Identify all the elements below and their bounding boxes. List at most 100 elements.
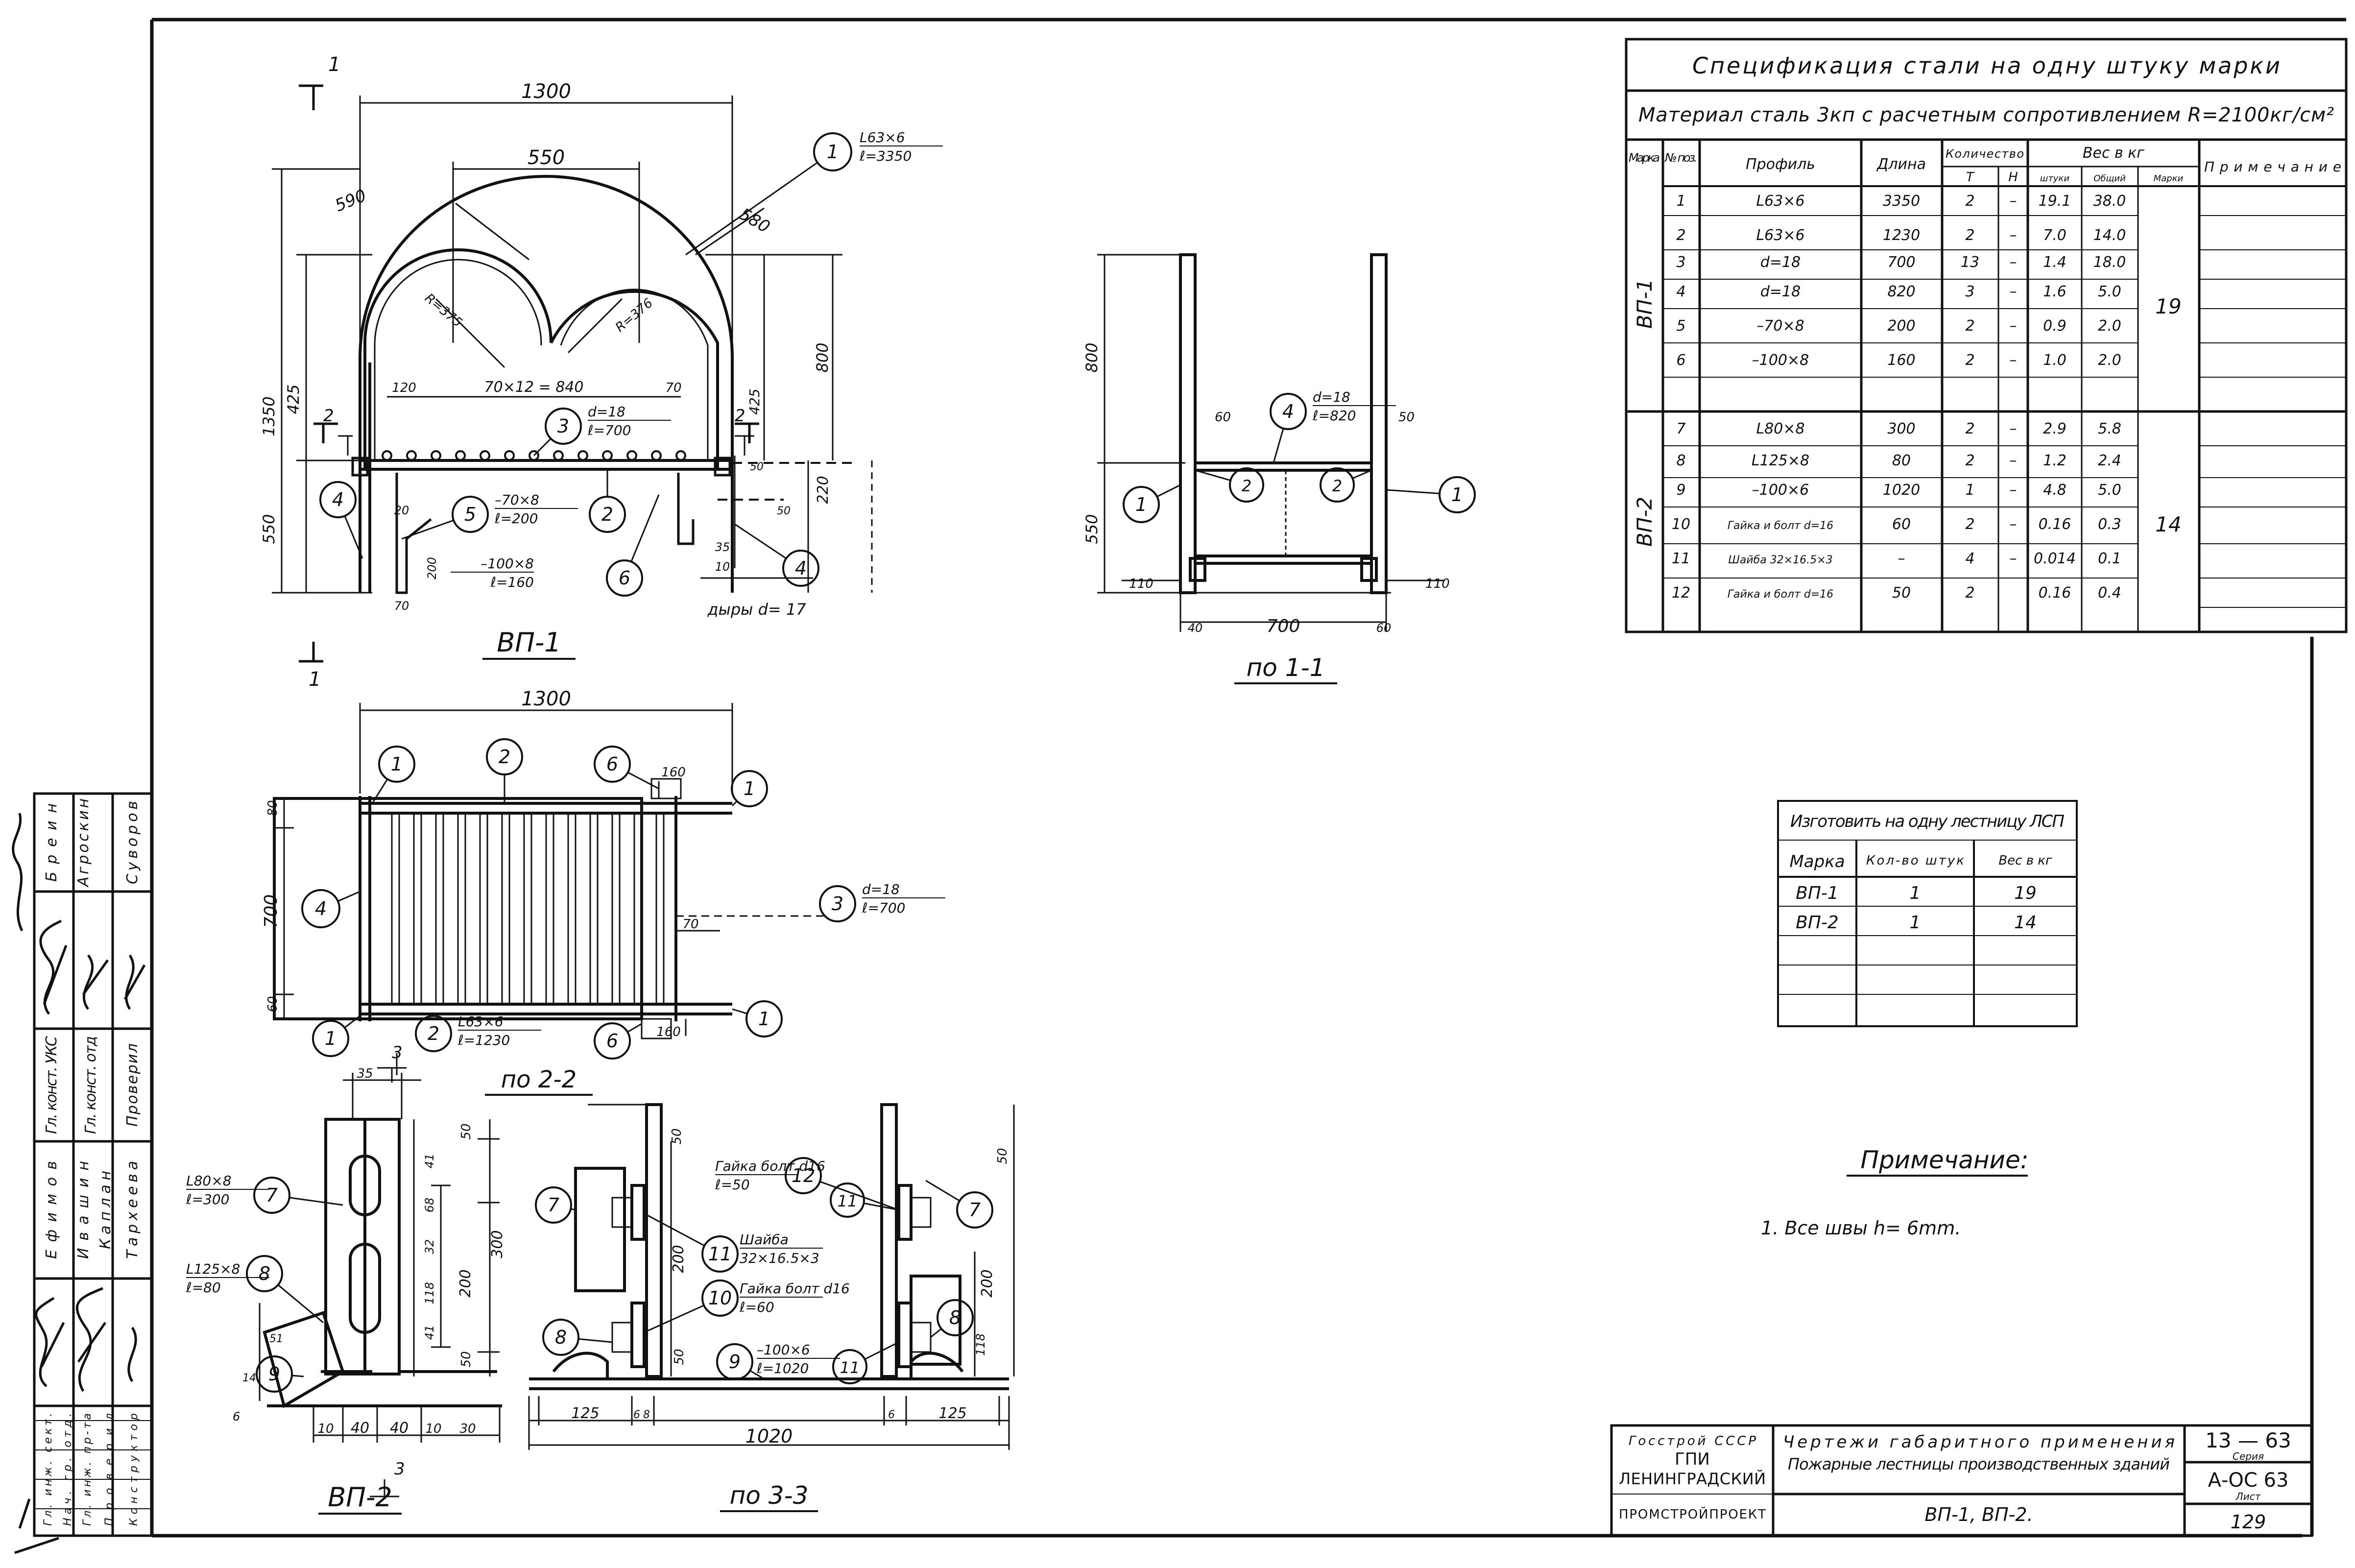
dim: 800 [813,342,832,372]
callout-number: 4 [315,898,327,919]
spec-cell-t: 2 [1965,317,1974,335]
spec-header-w-mark: Марки [2154,173,2184,184]
tb-code1: 13 — 63 [2205,1428,2291,1452]
callout-c4b: 4 [734,523,819,587]
callout-line2: ℓ=1230 [457,1032,510,1048]
callout-line1: d=18 [588,404,625,420]
dim: 6 [888,1409,895,1421]
rungs [382,450,686,461]
spec-header-weight: Вес в кг [2083,145,2144,162]
spec-cell-n: – [2010,482,2017,499]
spec-cell-length: 1230 [1883,227,1920,244]
spec-cell-w2: 0.4 [2098,584,2121,602]
sig-name: Бреин [43,803,60,882]
leader-line [925,1180,960,1202]
callout-circle [1123,486,1160,523]
spec-header-w-piece: штуки [2040,173,2069,184]
leader-line [1156,484,1181,498]
callout-number: 9 [729,1351,741,1373]
dim: 110 [1425,577,1450,591]
dim: 35 [357,1066,373,1081]
callout-number: 11 [708,1243,732,1265]
sig-name: Ефимов [43,1161,60,1259]
callout-number: 11 [838,1192,858,1210]
spec-cell-profile: –70×8 [1756,317,1804,335]
callout-circle [832,1349,867,1384]
leader-line [344,1013,363,1029]
callout-number: 2 [1332,477,1342,495]
view-section-1-1: 800 550 60 50 110 110 700 40 60 по 1-1 [1082,253,1450,684]
spec-cell-n: – [2010,227,2017,244]
dim: 550 [528,146,565,169]
sig-name: Гл. конст. отд [82,1036,99,1134]
tb-sheet-name: ВП-1, ВП-2. [1924,1504,2033,1525]
callout-c8: 8 [542,1319,613,1356]
ladder-table-title: Изготовить на одну лестницу ЛСП [1790,812,2065,831]
spec-cell-profile: d=18 [1760,283,1801,300]
leader-line [1352,469,1372,479]
callout-circle [782,550,819,587]
callout-circle [415,1015,452,1052]
dim: 50 [995,1148,1010,1164]
spec-cell-profile: L63×6 [1756,193,1804,210]
handwritten-signatures [12,813,146,1554]
dim: 1020 [745,1425,793,1447]
leader-line [630,494,660,562]
spec-cell-length: 50 [1892,584,1911,602]
spec-header-mark: Марка [1629,151,1660,165]
dim: 160 [661,765,686,780]
leader-line [291,1375,304,1377]
spec-cell-w1: 0.014 [2034,550,2076,567]
callout-circle [1439,476,1476,513]
view-title: ВП-1 [497,627,561,658]
sig-role: Гл. инж. сект. [42,1413,54,1526]
sig-role: Гл. инж. пр-та [81,1413,94,1526]
spec-cell-t: 1 [1965,482,1974,499]
callout-number: 3 [832,893,843,915]
spec-cell-pos: 1 [1676,193,1685,210]
leader-line [289,1197,343,1206]
spec-cell-t: 2 [1965,420,1974,437]
spec-title: Спецификация стали на одну штуку марки [1692,52,2280,79]
callout-c9s: 9–100×6ℓ=1020 [716,1342,840,1380]
dim: 200 [457,1269,474,1297]
spec-cell-n: – [2010,317,2017,335]
holes-note: дыры d= 17 [707,600,806,619]
callout-number: 2 [499,746,510,768]
dim: 40 [1188,621,1203,635]
dim: 118 [974,1333,987,1356]
dim: 120 [392,381,416,395]
spec-cell-length: 200 [1887,317,1915,335]
spec-cell-w2: 2.0 [2098,317,2121,335]
spec-cell-pos: 3 [1676,254,1685,271]
spec-cell-w2: 18.0 [2093,254,2126,271]
spec-cell-profile: d=18 [1760,254,1801,271]
leader-line [749,1370,765,1380]
dim: 70 [394,599,409,613]
callout-number: 12 [792,1165,815,1186]
note-text: 1. Все швы h= 6mm. [1761,1217,1961,1239]
callout-number: 2 [601,504,613,525]
cut-label: 1 [328,53,340,76]
spec-cell-n: – [2010,452,2017,469]
cut-label: 1 [309,668,321,691]
spec-header-note: Примечание [2204,159,2341,175]
callout-number: 6 [606,753,618,775]
leader-line [401,519,454,540]
view-title: по 2-2 [501,1066,577,1093]
dim: 40 [390,1420,409,1437]
callout-c9: 9 [256,1355,304,1393]
spec-cell-t: 4 [1965,550,1974,567]
callout-circle [542,1319,579,1356]
callout-line1: L125×8 [186,1261,240,1277]
view-section-3-3: 50 200 50 50 200 118 125 6 8 6 125 1020 … [528,1103,1015,1512]
callout-circle [813,132,852,171]
spec-cell-n: – [2010,420,2017,437]
callout-line2: ℓ=60 [739,1299,774,1315]
